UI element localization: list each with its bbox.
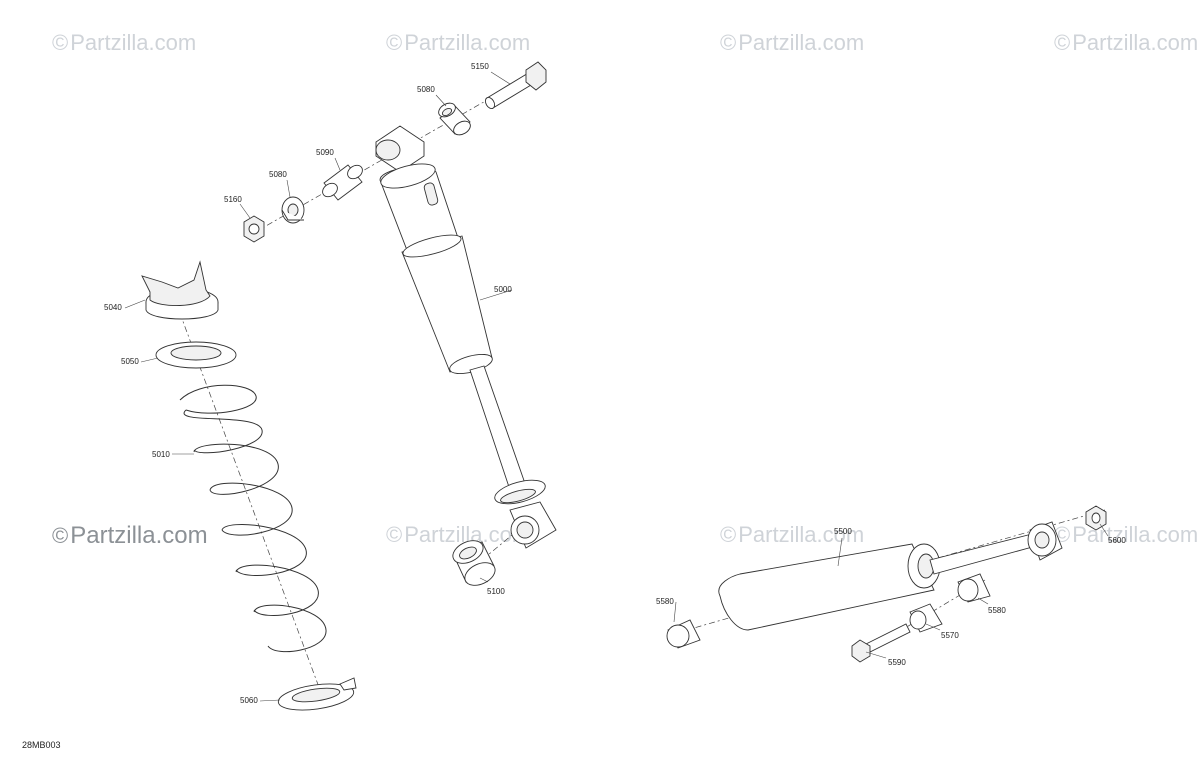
spacer-5570 — [909, 603, 943, 633]
part-label-5080[interactable]: 5080 — [417, 85, 435, 94]
part-label-5090[interactable]: 5090 — [316, 148, 334, 157]
part-label-5580[interactable]: 5580 — [988, 606, 1006, 615]
washer-5080-lower — [281, 196, 305, 224]
bolt-5150 — [484, 61, 547, 110]
part-label-5060[interactable]: 5060 — [240, 696, 258, 705]
bushing-5580-left — [666, 619, 701, 649]
watermark: ©Partzilla.com — [52, 30, 197, 55]
part-label-5040[interactable]: 5040 — [104, 303, 122, 312]
steering-damper-5500 — [718, 521, 1063, 631]
part-label-5010[interactable]: 5010 — [152, 450, 170, 459]
part-label-5000[interactable]: 5000 — [494, 285, 512, 294]
part-label-5600[interactable]: 5600 — [1108, 536, 1126, 545]
part-label-5080[interactable]: 5080 — [269, 170, 287, 179]
bolt-5590 — [851, 623, 911, 663]
shock-absorber-5000 — [375, 125, 557, 549]
spring-clip-5060 — [277, 677, 357, 711]
spring-retainer-5040 — [141, 260, 219, 320]
watermark: ©Partzilla.com — [1054, 30, 1199, 55]
watermark: ©Partzilla.com — [720, 30, 865, 55]
part-label-5100[interactable]: 5100 — [487, 587, 505, 596]
part-label-5580[interactable]: 5580 — [656, 597, 674, 606]
bushing-5580-right — [957, 573, 991, 603]
leader-lines — [124, 71, 1109, 702]
part-label-5500[interactable]: 5500 — [834, 527, 852, 536]
part-label-5590[interactable]: 5590 — [888, 658, 906, 667]
part-label-5150[interactable]: 5150 — [471, 62, 489, 71]
nut-5160 — [243, 215, 265, 243]
bushing-5100 — [452, 540, 496, 586]
watermark: ©Partzilla.com — [52, 522, 208, 549]
coil-spring-5010 — [179, 384, 327, 653]
watermark: ©Partzilla.com — [386, 30, 531, 55]
bushing-5090 — [322, 164, 363, 201]
diagram-code: 28MB003 — [22, 740, 61, 750]
part-label-5050[interactable]: 5050 — [121, 357, 139, 366]
watermark: ©Partzilla.com — [720, 522, 865, 547]
bushing-5080-upper — [438, 102, 471, 136]
part-label-5570[interactable]: 5570 — [941, 631, 959, 640]
seat-washer-5050 — [155, 341, 237, 369]
part-label-5160[interactable]: 5160 — [224, 195, 242, 204]
nut-5600 — [1085, 505, 1107, 531]
